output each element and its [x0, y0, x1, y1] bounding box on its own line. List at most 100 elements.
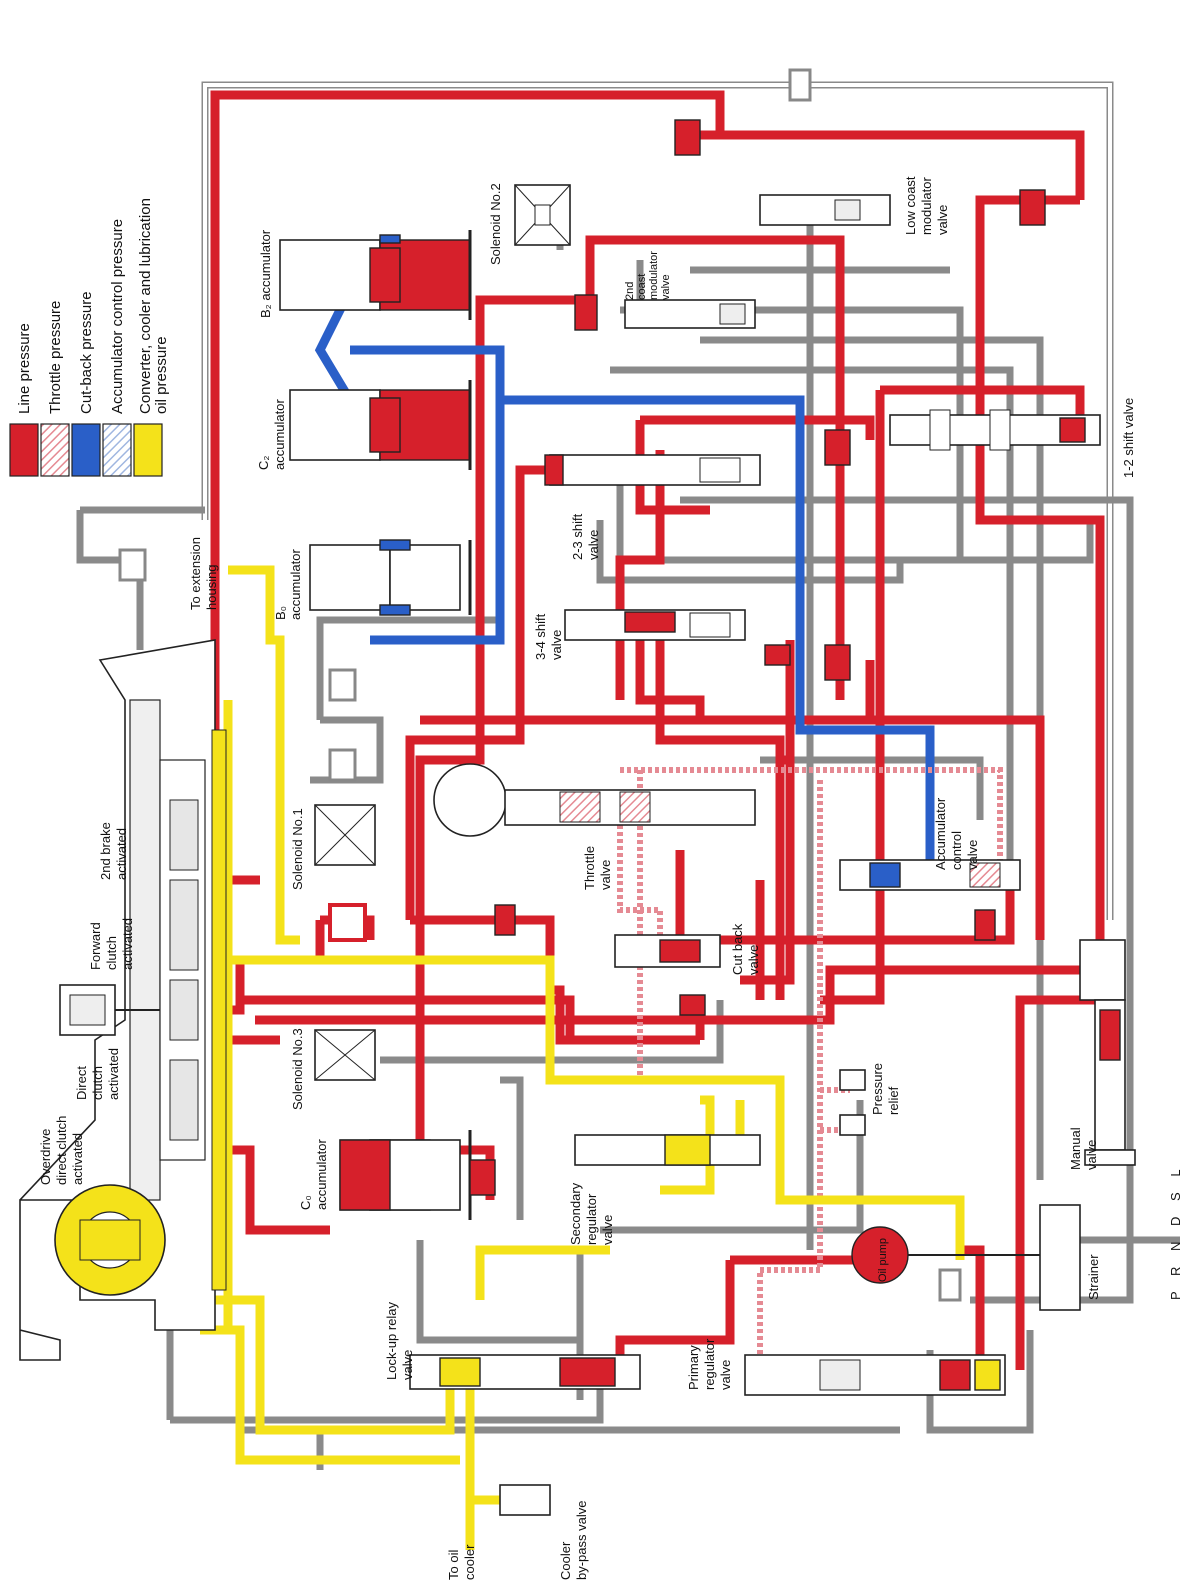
legend-swatch-line-pressure	[9, 423, 39, 477]
yellow-lines	[200, 565, 965, 1550]
label-pressure-relief-2: relief	[886, 1086, 901, 1115]
c0-accumulator	[339, 1130, 472, 1220]
label-solenoid-1: Solenoid No.1	[290, 808, 305, 890]
label-cutback-1: Cut back	[730, 923, 745, 975]
legend-swatch-accumulator-control	[102, 423, 132, 477]
transmission-cross-section	[19, 639, 227, 1361]
label-ext-housing-2: housing	[204, 564, 219, 610]
label-b0-accumulator-1: B₀	[273, 606, 288, 620]
manual-valve	[1079, 939, 1136, 1166]
b2-accumulator	[279, 230, 472, 320]
label-shift-12: 1-2 shift valve	[1121, 398, 1136, 478]
label-fwd-clutch-3: activated	[120, 918, 135, 970]
secondary-regulator-valve	[574, 1134, 761, 1166]
label-coast-2nd-3: modulator	[648, 251, 660, 300]
label-c2-accumulator-2: accumulator	[272, 399, 287, 470]
label-ext-housing-1: To extension	[188, 537, 203, 610]
label-c2-accumulator-1: C₂	[256, 456, 271, 470]
label-direct-clutch-1: Direct	[74, 1066, 89, 1100]
oil-pump	[851, 1226, 1040, 1284]
label-primary-3: valve	[718, 1360, 733, 1390]
label-b0-accumulator-2: accumulator	[288, 549, 303, 620]
b0-accumulator	[309, 539, 472, 616]
overdrive-servo	[59, 984, 160, 1036]
label-acc-ctrl-3: valve	[965, 840, 980, 870]
label-cooler-bypass-1: Cooler	[558, 1541, 573, 1580]
label-to-cooler-1: To oil	[446, 1550, 461, 1580]
label-low-coast-2: modulator	[919, 177, 934, 235]
label-od-clutch-3: activated	[70, 1133, 85, 1185]
legend-label-accumulator-control: Accumulator control pressure	[109, 219, 126, 414]
lockup-relay-valve	[409, 1354, 641, 1390]
label-throttle-2: valve	[598, 860, 613, 890]
legend-label-line-pressure: Line pressure	[16, 323, 33, 414]
label-primary-2: regulator	[702, 1338, 717, 1390]
strainer	[1039, 1204, 1081, 1311]
label-secondary-2: regulator	[584, 1193, 599, 1245]
label-c0-accumulator-1: C₀	[298, 1195, 313, 1210]
check-balls	[118, 68, 1046, 1302]
label-shift-23-1: 2-3 shift	[570, 513, 585, 560]
label-low-coast-3: valve	[935, 205, 950, 235]
label-low-coast-1: Low coast	[903, 176, 918, 235]
label-secondary-3: valve	[600, 1215, 615, 1245]
label-fwd-clutch-2: clutch	[104, 936, 119, 970]
label-acc-ctrl-1: Accumulator	[933, 797, 948, 870]
label-shift-34-1: 3-4 shift	[533, 613, 548, 660]
label-od-clutch-1: Overdrive	[38, 1129, 53, 1185]
solenoid-2	[514, 184, 571, 246]
label-direct-clutch-3: activated	[106, 1048, 121, 1100]
label-solenoid-3: Solenoid No.3	[290, 1028, 305, 1110]
label-throttle-1: Throttle	[582, 846, 597, 890]
label-gear-positions: P R N D S L	[1168, 1163, 1183, 1300]
label-strainer: Strainer	[1086, 1254, 1101, 1300]
label-manual-1: Manual	[1068, 1127, 1083, 1170]
label-od-clutch-2: direct clutch	[54, 1116, 69, 1185]
accumulator-control-valve	[839, 859, 1021, 891]
label-lockup-2: valve	[400, 1350, 415, 1380]
low-coast-modulator-valve	[759, 194, 891, 226]
throttle-valve	[433, 763, 756, 837]
shift-valve-12	[889, 409, 1101, 451]
label-coast-2nd-2: coast	[636, 274, 648, 300]
solenoid-3	[314, 1029, 376, 1081]
legend-swatch-cutback-pressure	[71, 423, 101, 477]
legend: Line pressure Throttle pressure Cut-back…	[9, 198, 170, 477]
legend-swatch-throttle-pressure	[40, 423, 70, 477]
label-acc-ctrl-2: control	[949, 831, 964, 870]
label-coast-2nd-4: valve	[660, 274, 672, 300]
label-manual-2: valve	[1084, 1140, 1099, 1170]
legend-label-cutback-pressure: Cut-back pressure	[78, 291, 95, 414]
label-secondary-1: Secondary	[568, 1182, 583, 1245]
label-oil-pump: Oil pump	[877, 1238, 889, 1282]
label-fwd-clutch-1: Forward	[88, 922, 103, 970]
label-to-cooler-2: cooler	[462, 1544, 477, 1580]
shift-valve-23	[544, 454, 761, 486]
cooler-bypass-valve	[499, 1484, 551, 1516]
component-labels: B₂ accumulator C₂ accumulator B₀ accumul…	[38, 176, 1183, 1580]
label-direct-clutch-2: clutch	[90, 1066, 105, 1100]
label-lockup-1: Lock-up relay	[384, 1301, 399, 1380]
legend-swatch-converter-oil	[133, 423, 163, 477]
coast-2nd-modulator-valve	[624, 299, 756, 329]
label-shift-23-2: valve	[586, 530, 601, 560]
label-coast-2nd-1: 2nd	[624, 282, 636, 300]
legend-label-converter-oil-2: oil pressure	[153, 336, 170, 414]
primary-regulator-valve	[744, 1354, 1006, 1396]
label-shift-34-2: valve	[549, 630, 564, 660]
solenoid-1	[314, 804, 376, 866]
label-cutback-2: valve	[746, 945, 761, 975]
label-brake-2nd-1: 2nd brake	[98, 822, 113, 880]
label-primary-1: Primary	[686, 1345, 701, 1390]
label-c0-accumulator-2: accumulator	[314, 1139, 329, 1210]
shift-valve-34	[564, 609, 746, 641]
legend-label-converter-oil: Converter, cooler and lubrication	[137, 198, 154, 414]
label-cooler-bypass-2: by-pass valve	[574, 1501, 589, 1580]
label-solenoid-2: Solenoid No.2	[488, 183, 503, 265]
pressure-relief-valve	[839, 1069, 866, 1136]
cutback-valve	[614, 934, 721, 968]
label-b2-accumulator: B₂ accumulator	[258, 229, 273, 318]
legend-label-throttle-pressure: Throttle pressure	[47, 301, 64, 414]
